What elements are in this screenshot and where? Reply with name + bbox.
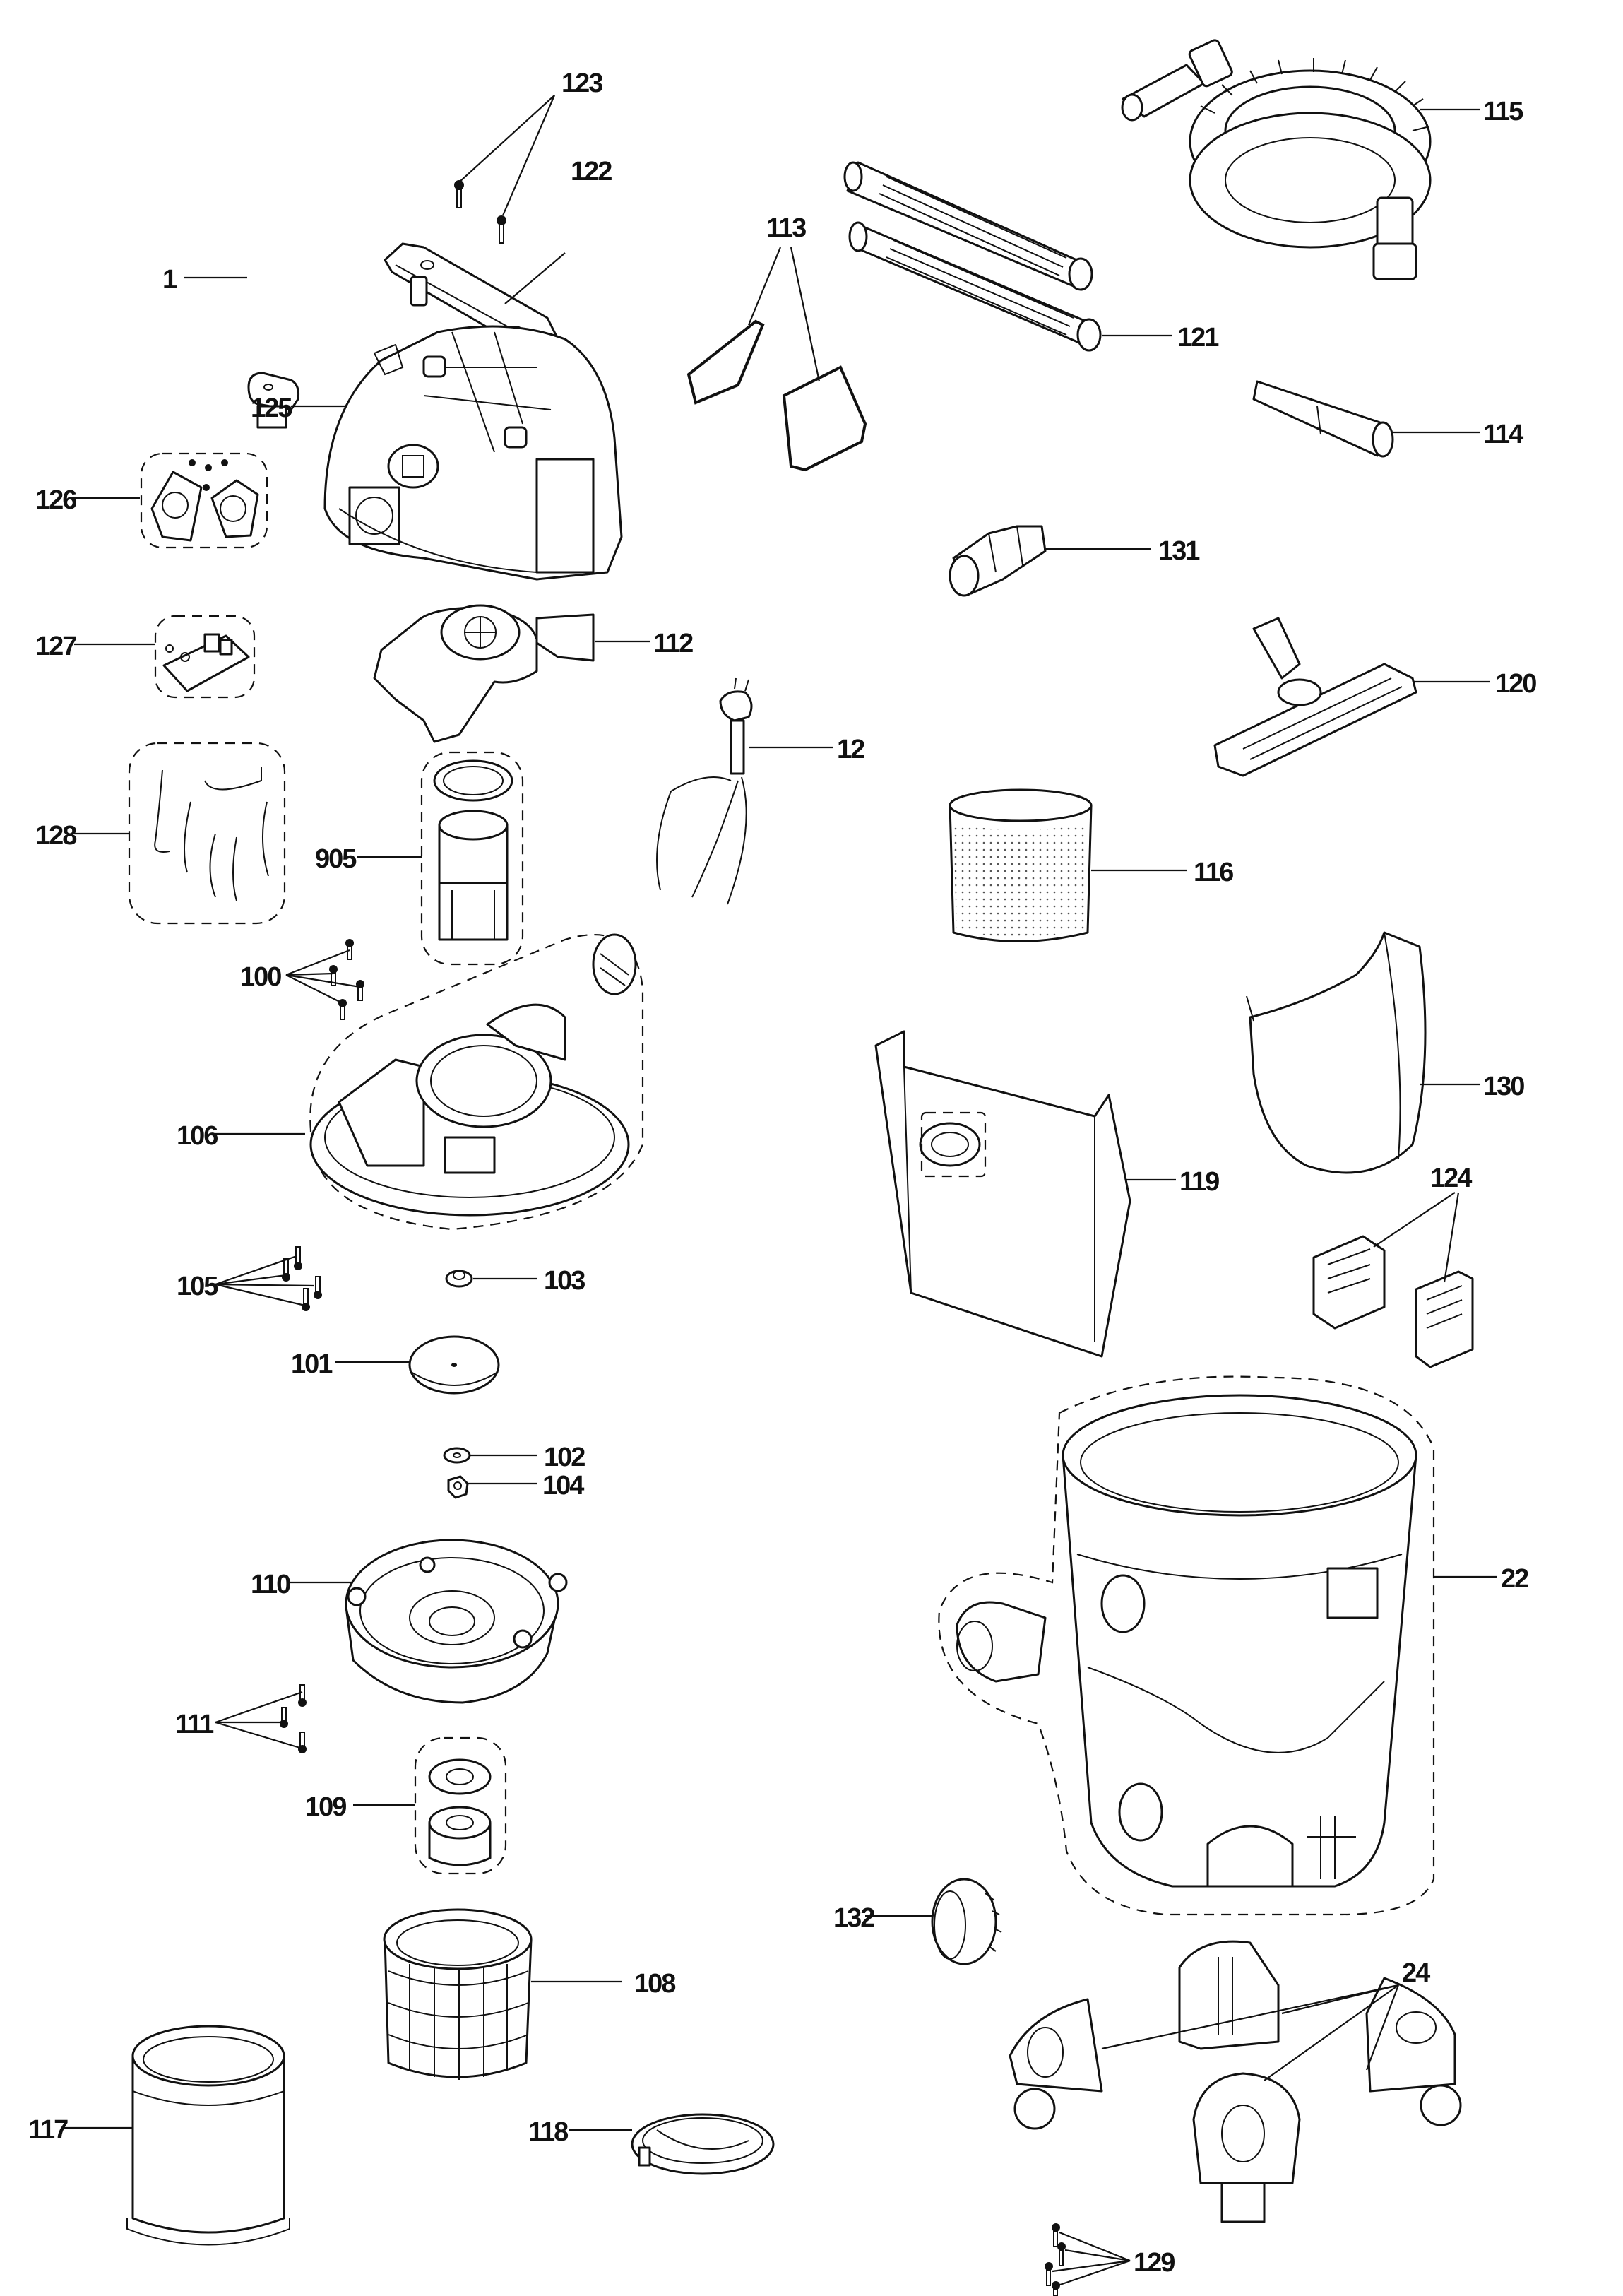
part-104-nut: 104 — [447, 1471, 585, 1501]
label-905: 905 — [315, 844, 357, 874]
label-110: 110 — [251, 1570, 290, 1599]
label-118: 118 — [528, 2117, 568, 2147]
part-102-washer: 102 — [443, 1443, 586, 1472]
label-102: 102 — [544, 1443, 585, 1472]
label-104: 104 — [542, 1471, 584, 1501]
part-105-screws: 105 — [177, 1246, 322, 1311]
label-113: 113 — [766, 213, 806, 243]
part-121-tubes: 121 — [843, 161, 1220, 353]
part-126-socket-kit: 126 — [35, 452, 268, 549]
label-125: 125 — [251, 393, 292, 423]
label-123: 123 — [561, 69, 602, 98]
label-122: 122 — [571, 157, 612, 187]
part-130-deflector: 130 — [1246, 931, 1526, 1174]
part-1-switch: 1 — [162, 265, 299, 429]
label-105: 105 — [177, 1272, 218, 1301]
label-131: 131 — [1158, 536, 1200, 566]
label-22: 22 — [1501, 1564, 1528, 1594]
part-115-hose: 115 — [1121, 39, 1525, 280]
part-112-fan-housing: 112 — [373, 604, 694, 743]
part-22-container: 22 — [938, 1375, 1530, 1916]
part-132-drain-cap: 132 — [833, 1878, 1002, 1965]
label-108: 108 — [634, 1969, 675, 1999]
part-128-wire-set: 128 — [35, 742, 286, 925]
part-101-disc: 101 — [291, 1335, 500, 1395]
part-116-foam-filter: 116 — [949, 788, 1235, 942]
part-106-motor-base: 106 — [177, 933, 644, 1231]
label-119: 119 — [1179, 1167, 1219, 1197]
part-131-adapter: 131 — [949, 525, 1201, 597]
label-1: 1 — [162, 265, 177, 295]
label-132: 132 — [833, 1903, 874, 1933]
part-129-screws: 129 — [1045, 2223, 1176, 2296]
part-110-filter-holder: 110 — [251, 1539, 568, 1704]
part-113-gaskets: 113 — [686, 213, 867, 472]
label-116: 116 — [1194, 858, 1233, 887]
label-114: 114 — [1483, 420, 1523, 449]
part-119-bag: 119 — [874, 1030, 1220, 1358]
label-120: 120 — [1495, 669, 1536, 699]
label-127: 127 — [35, 632, 76, 661]
part-117-cartridge-filter: 117 — [28, 2025, 290, 2246]
part-12-power-cord: 12 — [656, 677, 866, 905]
label-12: 12 — [837, 735, 864, 764]
label-112: 112 — [653, 629, 693, 658]
part-109-seal-rings: 109 — [305, 1736, 507, 1875]
part-905-motor: 905 — [315, 751, 524, 966]
label-117: 117 — [28, 2115, 68, 2145]
part-118-filter-lid: 118 — [528, 2113, 775, 2175]
part-108-filter-cage: 108 — [383, 1908, 677, 2080]
label-111: 111 — [175, 1710, 214, 1739]
part-127-circuit-board: 127 — [35, 615, 256, 699]
part-103-spacer: 103 — [445, 1266, 586, 1296]
label-115: 115 — [1483, 97, 1523, 126]
part-24-casters: 24 — [1009, 1940, 1462, 2223]
label-24: 24 — [1402, 1958, 1430, 1988]
label-126: 126 — [35, 485, 76, 515]
label-121: 121 — [1177, 323, 1219, 353]
label-124: 124 — [1430, 1164, 1472, 1193]
label-129: 129 — [1134, 2248, 1175, 2278]
label-100: 100 — [240, 962, 281, 992]
part-111-screws: 111 — [175, 1684, 307, 1753]
part-125-head-cover: 125 — [251, 325, 623, 581]
label-103: 103 — [544, 1266, 585, 1296]
part-120-floor-nozzle: 120 — [1213, 617, 1538, 777]
part-124-latches: 124 — [1312, 1164, 1474, 1368]
part-100-screws: 100 — [240, 939, 364, 1020]
label-130: 130 — [1483, 1072, 1524, 1101]
part-123-screws: 123 — [454, 69, 604, 244]
label-106: 106 — [177, 1121, 218, 1151]
label-101: 101 — [291, 1349, 333, 1379]
part-114-crevice: 114 — [1252, 380, 1525, 458]
label-109: 109 — [305, 1792, 346, 1822]
label-128: 128 — [35, 821, 76, 851]
